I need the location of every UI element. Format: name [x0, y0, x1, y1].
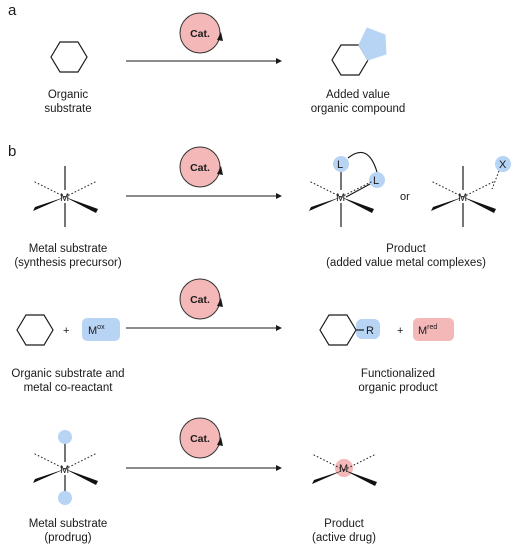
catalyst-label: Cat. — [190, 162, 210, 174]
plus-sign: + — [397, 325, 403, 337]
reductant-label: Mred — [418, 324, 437, 337]
catalyst-label: Cat. — [190, 294, 210, 306]
axial-ligand-top — [58, 430, 72, 444]
row2-left-label-1: Metal substrate — [29, 243, 108, 255]
metal-symbol: M — [458, 192, 467, 204]
cyclohexane-product — [319, 314, 357, 346]
row3-left-label-2: metal co-reactant — [24, 382, 114, 394]
row4-right-label-1: Product — [324, 518, 364, 530]
row2-left-label-2: (synthesis precursor) — [14, 257, 122, 269]
row2-right-label-1: Product — [386, 243, 426, 255]
row1-left-label-1: Organic — [48, 89, 89, 101]
catalyst-label: Cat. — [190, 28, 210, 40]
row1-right-label-2: organic compound — [311, 103, 406, 115]
x-symbol: X — [499, 159, 507, 171]
r-group-badge — [356, 319, 380, 339]
row3-left-label-1: Organic substrate and — [11, 368, 124, 380]
reductant-badge — [413, 318, 454, 341]
metal-bubble — [335, 459, 353, 477]
plus-sign: + — [63, 325, 69, 337]
row3-right-label-2: organic product — [358, 382, 438, 394]
row4-left-label-2: (prodrug) — [44, 532, 91, 544]
ligand-bubble — [369, 172, 385, 188]
row1-right-label-1: Added value — [326, 89, 390, 101]
ligand-bubble — [333, 156, 349, 172]
r-group-label: R — [366, 325, 374, 337]
row4-left-label-1: Metal substrate — [29, 518, 108, 530]
metal-symbol: M — [336, 192, 345, 204]
oxidant-label: Mox — [88, 324, 105, 337]
catalyst-label: Cat. — [190, 433, 210, 445]
ligand-L: L — [337, 159, 343, 171]
ligand-L: L — [373, 175, 379, 187]
or-label: or — [400, 191, 410, 203]
row1-left-label-2: substrate — [44, 103, 91, 115]
panel-a-label: a — [8, 2, 17, 19]
row-4: M Metal substrate (prodrug) Cat. M Produ… — [29, 417, 378, 544]
metal-symbol: M — [60, 464, 69, 476]
row-3: + Mox Organic substrate and metal co-rea… — [11, 278, 454, 394]
axial-ligand-bottom — [58, 491, 72, 505]
metal-symbol: M — [339, 463, 348, 475]
panel-b-label: b — [8, 143, 16, 160]
cyclohexane-substrate — [16, 314, 54, 346]
row-2: M Metal substrate (synthesis precursor) … — [14, 146, 511, 269]
row-1: Organic substrate Cat. Added value organ… — [44, 12, 406, 115]
oxidant-badge — [82, 318, 120, 341]
row4-right-label-2: (active drug) — [312, 532, 376, 544]
row3-right-label-1: Functionalized — [361, 368, 435, 380]
cyclopentane-ring — [358, 27, 387, 61]
cyclohexane-substrate — [50, 41, 88, 73]
row2-right-label-2: (added value metal complexes) — [326, 257, 486, 269]
metal-symbol: M — [60, 192, 69, 204]
x-bubble — [495, 156, 511, 172]
